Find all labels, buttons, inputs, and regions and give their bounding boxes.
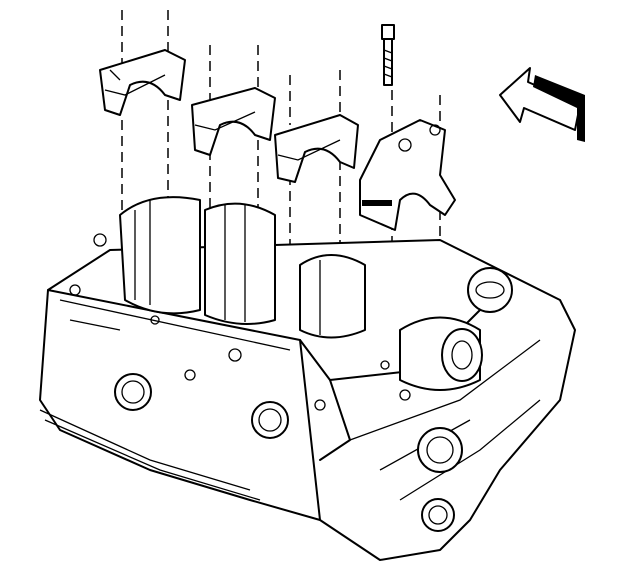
bearing-cap-2 bbox=[191, 87, 276, 156]
bolt bbox=[381, 24, 395, 86]
bearing-cap-4-thrust bbox=[359, 119, 456, 231]
bearing-cap-1 bbox=[99, 49, 186, 116]
bearing-cap-3 bbox=[274, 114, 359, 183]
front-direction-arrow-icon bbox=[499, 67, 585, 142]
crankshaft bbox=[119, 196, 483, 391]
alignment-lines bbox=[121, 10, 441, 340]
